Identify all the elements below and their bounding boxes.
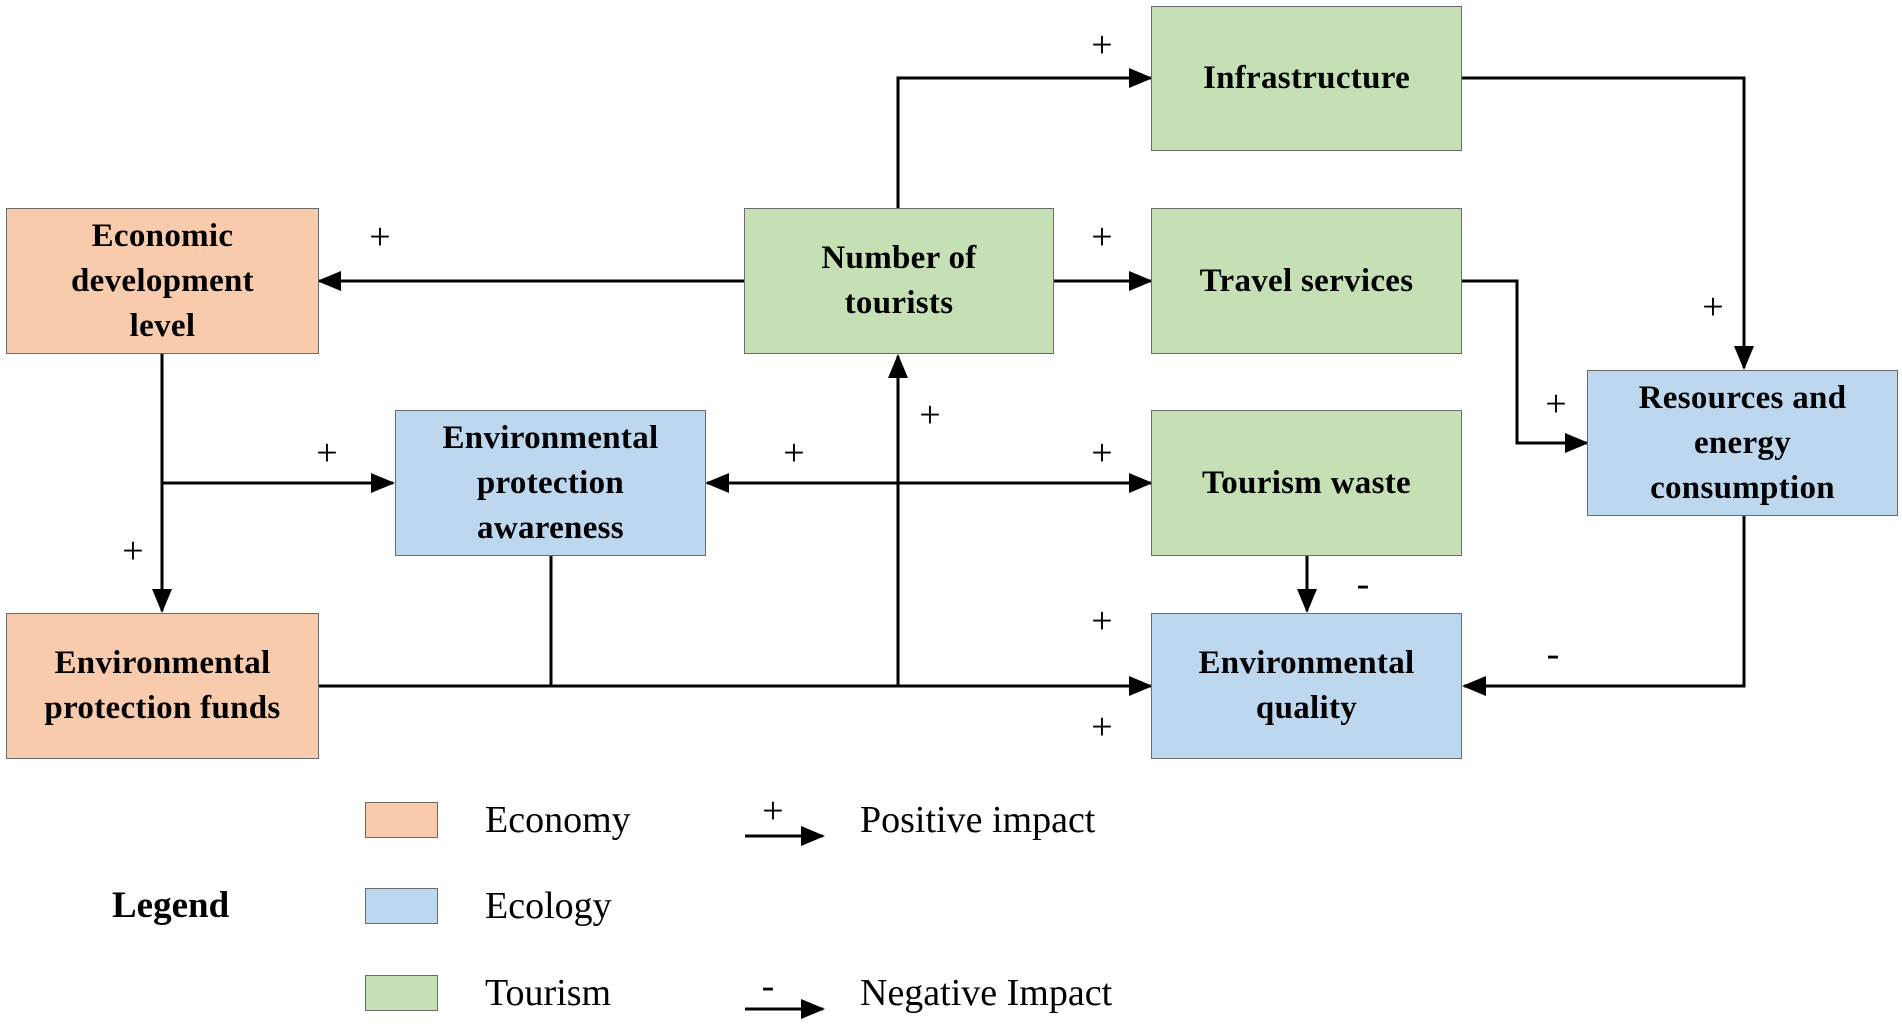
sign-awareness-quality: + [1091,706,1113,748]
legend-negative-sign: - [761,965,775,1007]
sign-infrastructure-resources: + [1702,286,1724,328]
sign-economic-awareness: + [316,432,338,474]
node-environmental-quality: Environmental quality [1151,613,1462,759]
node-tourism-waste: Tourism waste [1151,410,1462,556]
sign-tourists-economic: + [369,216,391,258]
node-env-protection-funds: Environmental protection funds [6,613,319,759]
node-resources-energy-consumption: Resources and energy consumption [1587,370,1898,516]
sign-tourists-travel: + [1091,216,1113,258]
sign-travel-resources: + [1545,383,1567,425]
node-label: Economic development level [71,217,254,344]
sign-funds-quality: + [1091,600,1113,642]
node-label: Travel services [1199,262,1414,299]
legend-economy-label: Economy [485,799,631,841]
legend-economy-swatch [365,802,438,838]
legend-positive-label: Positive impact [860,799,1096,841]
legend-title: Legend [112,885,230,926]
node-label: Tourism waste [1202,464,1411,501]
sign-economic-funds: + [122,530,144,572]
edge-resources-to-quality [1462,516,1746,696]
legend-positive-sign: + [762,790,784,832]
legend-tourism-swatch [365,975,438,1011]
node-label: Number of tourists [821,240,977,321]
legend-negative-label: Negative Impact [860,972,1113,1014]
sign-resources-quality: - [1546,633,1560,675]
node-travel-services: Travel services [1151,208,1462,354]
node-economic-development-level: Economic development level [6,208,319,354]
node-label: Environmental quality [1198,645,1415,726]
sign-awareness-waste: + [1091,432,1113,474]
edge-tourists-to-infrastructure [896,68,1153,208]
node-env-protection-awareness: Environmental protection awareness [395,410,706,556]
legend-ecology-swatch [365,888,438,924]
node-infrastructure: Infrastructure [1151,6,1462,151]
sign-tourists-infrastructure: + [1091,24,1113,66]
sign-awareness-tourists: + [919,394,941,436]
sign-waste-awareness: + [783,432,805,474]
edge-travel-to-resources [1462,279,1589,453]
edge-infrastructure-to-resources [1462,76,1754,370]
node-label: Resources and energy consumption [1638,379,1847,506]
legend-tourism-label: Tourism [485,972,612,1014]
legend-ecology-label: Ecology [485,885,612,927]
node-label: Environmental protection funds [44,645,281,726]
node-label: Environmental protection awareness [442,419,659,546]
node-label: Infrastructure [1202,60,1411,96]
node-number-of-tourists: Number of tourists [744,208,1054,354]
sign-waste-quality: - [1356,563,1370,605]
